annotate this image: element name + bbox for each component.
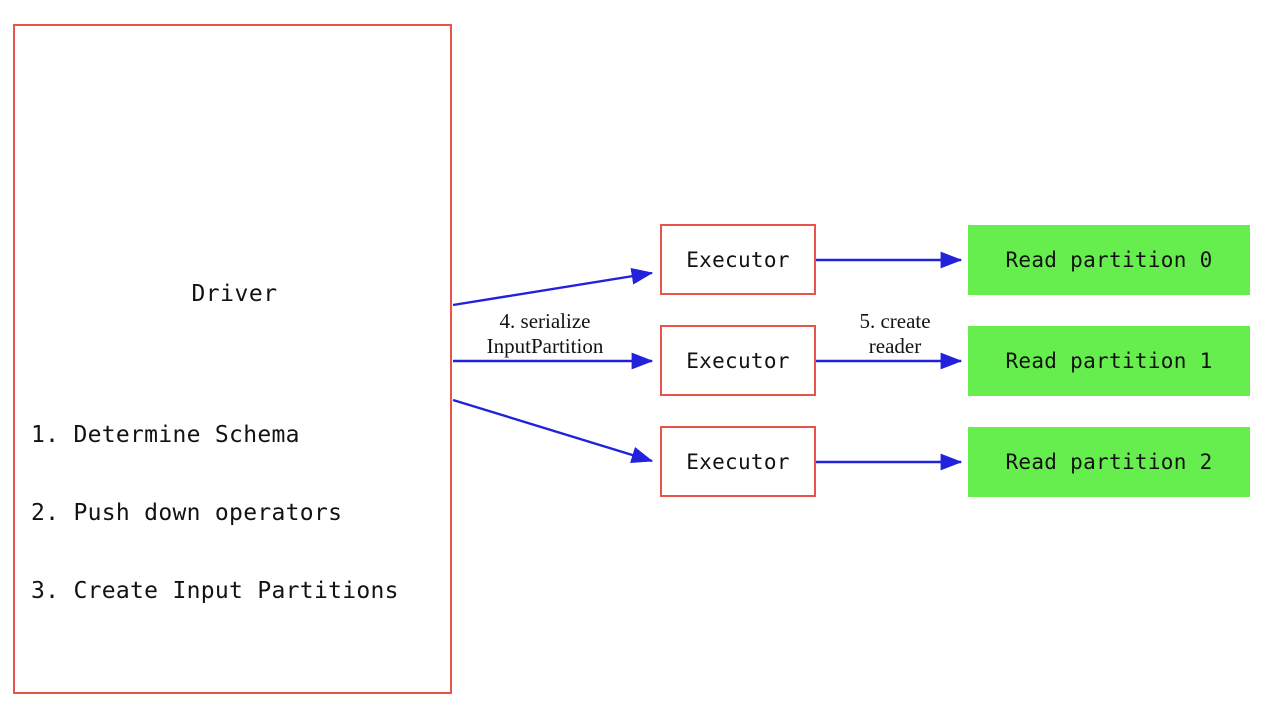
edge-label-create-reader-line-2: reader bbox=[868, 334, 922, 358]
partition-label-1: Read partition 1 bbox=[1005, 349, 1213, 373]
partition-box-2: Read partition 2 bbox=[968, 427, 1250, 497]
partition-box-1: Read partition 1 bbox=[968, 326, 1250, 396]
executor-label-0: Executor bbox=[686, 247, 790, 272]
partition-label-2: Read partition 2 bbox=[1005, 450, 1213, 474]
edge-label-create-reader-line-1: 5. create bbox=[859, 309, 931, 333]
partition-label-0: Read partition 0 bbox=[1005, 248, 1213, 272]
executor-label-1: Executor bbox=[686, 348, 790, 373]
driver-box: Driver 1. Determine Schema 2. Push down … bbox=[13, 24, 452, 694]
executor-box-0: Executor bbox=[660, 224, 816, 295]
edge-label-serialize-input-partition: 4. serialize InputPartition bbox=[455, 309, 635, 359]
edge-driver-to-executor-2 bbox=[452, 398, 654, 464]
driver-step-2: 2. Push down operators bbox=[31, 500, 343, 526]
edge-label-serialize-line-2: InputPartition bbox=[486, 334, 604, 358]
partition-box-0: Read partition 0 bbox=[968, 225, 1250, 295]
driver-step-3: 3. Create Input Partitions bbox=[31, 578, 399, 604]
edge-label-serialize-line-1: 4. serialize bbox=[499, 309, 591, 333]
driver-step-1: 1. Determine Schema bbox=[31, 422, 300, 448]
executor-box-1: Executor bbox=[660, 325, 816, 396]
executor-label-2: Executor bbox=[686, 449, 790, 474]
driver-steps-list: 1. Determine Schema 2. Push down operato… bbox=[31, 370, 399, 656]
driver-title: Driver bbox=[191, 281, 278, 307]
edge-label-create-reader: 5. create reader bbox=[836, 309, 954, 359]
executor-box-2: Executor bbox=[660, 426, 816, 497]
edge-driver-to-executor-0 bbox=[452, 267, 654, 307]
